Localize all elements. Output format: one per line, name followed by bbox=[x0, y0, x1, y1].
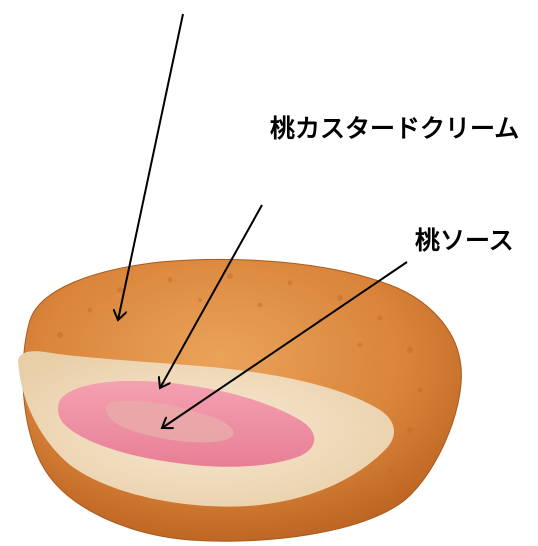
arrow-crust bbox=[118, 13, 184, 320]
arrow-cream bbox=[160, 204, 263, 388]
crust-texture bbox=[57, 273, 423, 473]
arrow-sauce bbox=[162, 261, 408, 428]
label-peach-sauce: 桃ソース bbox=[415, 226, 514, 255]
label-peach-custard-cream: 桃カスタードクリーム bbox=[270, 114, 520, 143]
